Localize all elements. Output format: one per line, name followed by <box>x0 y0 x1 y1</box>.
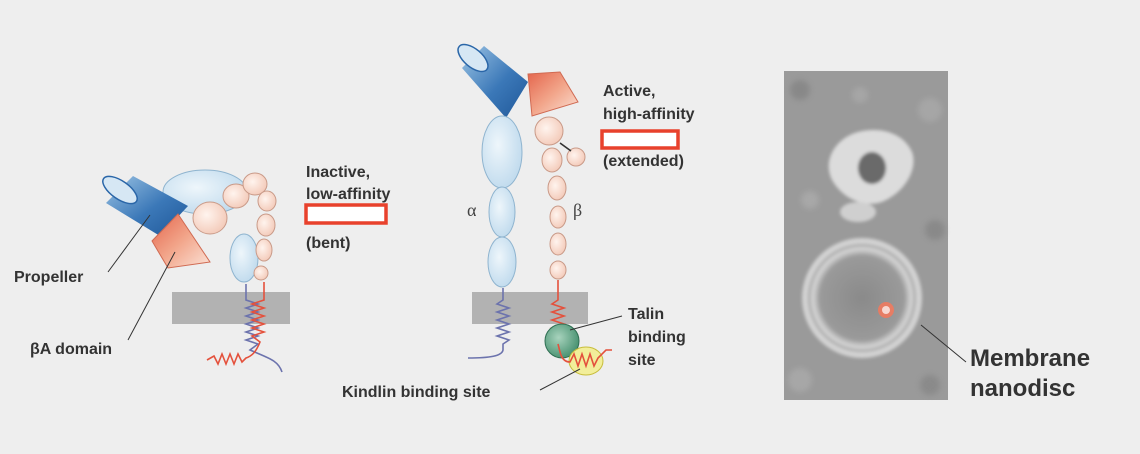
talin-line-2: binding <box>628 329 686 346</box>
membrane-bar-bent <box>172 292 290 324</box>
inactive-line-1: Inactive, <box>306 164 370 181</box>
beta-bead <box>242 172 268 196</box>
ba-domain-label: βA domain <box>30 341 112 358</box>
active-caption: Active, high-affinity (extended) <box>600 83 695 170</box>
redaction-box-inactive <box>304 203 388 225</box>
beta-bead <box>255 238 273 262</box>
membrane-label-line-1: Membrane <box>970 345 1090 372</box>
beta-bead <box>257 190 277 212</box>
alpha-domain <box>488 186 516 238</box>
beta-bead <box>192 201 228 235</box>
beta-bead <box>222 183 250 209</box>
beta-label: β <box>573 200 582 220</box>
kindlin-binding-site <box>568 346 604 376</box>
beta-bead <box>541 147 563 173</box>
beta-bead <box>547 175 567 201</box>
propeller-label: Propeller <box>14 269 83 286</box>
beta-bead <box>549 232 567 256</box>
beta-tail-active <box>557 343 612 369</box>
alpha-label: α <box>467 200 477 220</box>
talin-caption: Talin binding site <box>628 306 686 369</box>
membrane-bar-extended <box>472 292 588 324</box>
redaction-box-active <box>600 129 680 150</box>
propeller-top <box>102 175 138 205</box>
nanodisc-pointer <box>920 324 967 363</box>
inactive-line-2: low-affinity <box>306 186 391 203</box>
beta-bead <box>549 205 567 229</box>
talin-line-3: site <box>628 352 656 369</box>
active-line-4: (extended) <box>603 153 684 170</box>
active-line-2: high-affinity <box>603 106 695 123</box>
beta-bead <box>566 147 586 167</box>
beta-bead <box>549 260 567 280</box>
ba-domain-active <box>527 71 579 117</box>
beta-tm-helix <box>206 282 267 367</box>
talin-pointer <box>569 315 623 331</box>
inactive-caption: Inactive, low-affinity (bent) <box>304 164 391 252</box>
beta-bead <box>534 116 564 146</box>
alpha-tm-helix-active <box>467 288 512 359</box>
em-micrograph <box>784 71 967 400</box>
beta-hinge <box>559 142 572 152</box>
alpha-domain <box>481 115 523 189</box>
kindlin-pointer <box>539 368 581 391</box>
talin-line-1: Talin <box>628 306 664 323</box>
ba-domain <box>151 213 211 269</box>
beta-bead <box>256 213 276 237</box>
propeller-pointer <box>107 214 151 273</box>
active-line-1: Active, <box>603 83 655 100</box>
bent-integrin <box>102 169 290 373</box>
extended-integrin <box>457 43 623 391</box>
membrane-label-line-2: nanodisc <box>970 375 1075 402</box>
ba-domain-pointer <box>127 251 176 341</box>
alpha-domain <box>487 236 517 288</box>
beta-bead <box>253 265 269 281</box>
propeller-top-active <box>457 43 489 73</box>
kindlin-label: Kindlin binding site <box>342 384 491 401</box>
inactive-line-4: (bent) <box>306 235 350 252</box>
